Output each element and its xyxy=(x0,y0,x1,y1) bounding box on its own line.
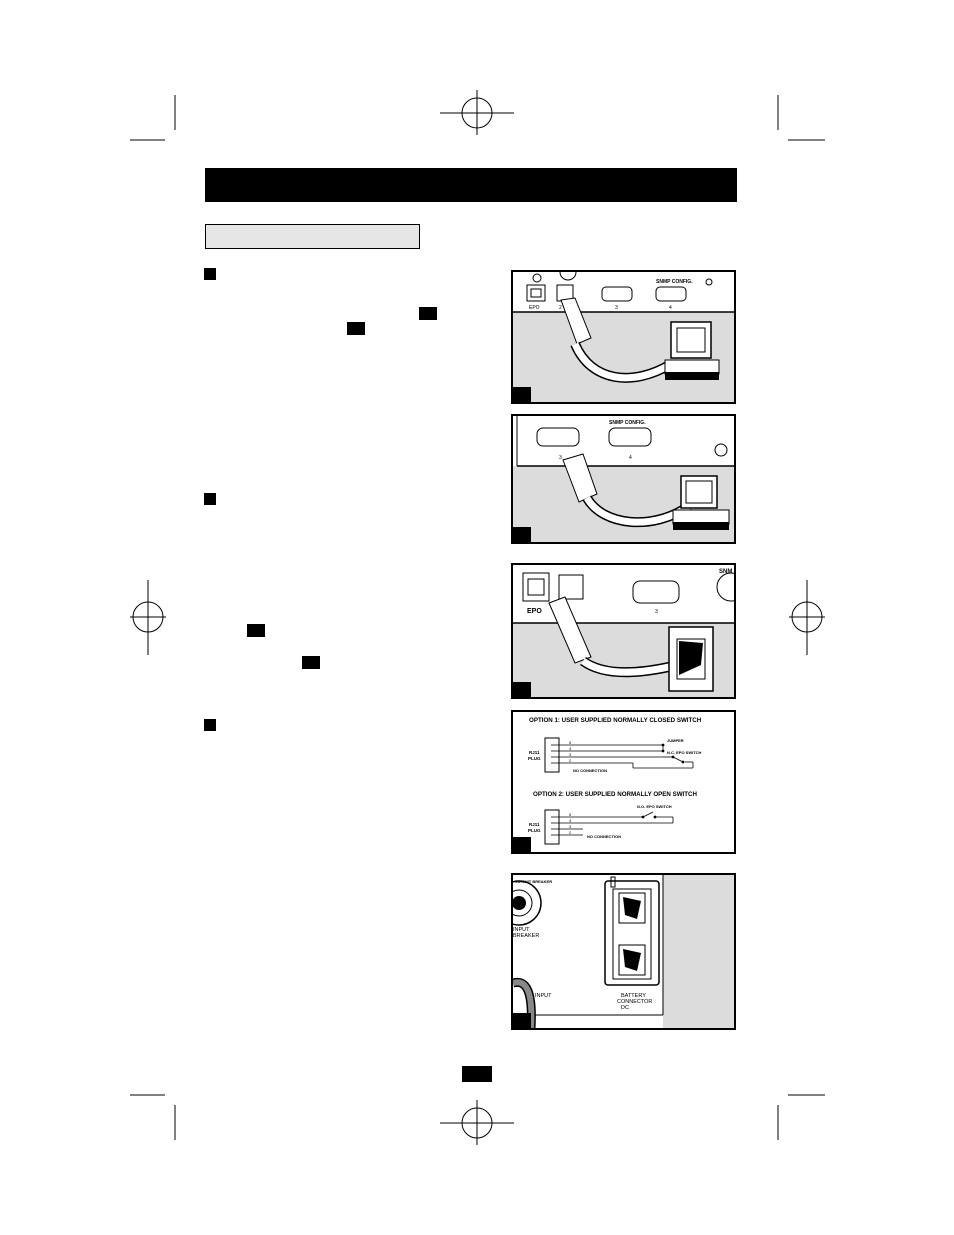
figure-serial-connection: SNMP CONFIG. 3 4 xyxy=(511,414,736,544)
epo-label: EPO xyxy=(527,608,542,615)
rj11-label-2: RJ11 xyxy=(529,822,540,827)
epo-label: EPO xyxy=(529,305,540,311)
figure-epo-connection: EPO 3 SNM xyxy=(511,563,736,699)
figure-tag xyxy=(513,837,531,852)
breaker-ring-text: CIRCUIT BREAKER xyxy=(515,879,552,884)
snmp-config-label: SNMP CONFIG. xyxy=(656,279,693,285)
pin-5: 5 xyxy=(569,812,572,817)
pin-3: 3 xyxy=(569,752,572,757)
nc-switch-label: N.C. EPO SWITCH xyxy=(667,750,702,755)
input-label: INPUT xyxy=(535,993,552,999)
figure-usb-connection: EPO 2 3 4 SNMP CONFIG. xyxy=(511,270,736,404)
port-4-label: 4 xyxy=(669,305,672,311)
pin-4: 4 xyxy=(569,818,572,823)
jumper-label: JUMPER xyxy=(667,738,684,743)
figure-ref-marker xyxy=(302,656,320,669)
step-marker-1 xyxy=(204,268,216,280)
rj11-plug-label-1: PLUG xyxy=(528,756,541,761)
page-number-tab xyxy=(462,1066,492,1082)
port-2-label: 2 xyxy=(559,305,562,311)
port-3-label: 3 xyxy=(615,305,618,311)
figure-ref-marker xyxy=(347,322,365,335)
input-breaker-label-2: BREAKER xyxy=(513,933,539,939)
option2-title: OPTION 2: USER SUPPLIED NORMALLY OPEN SW… xyxy=(533,791,698,798)
rj11-plug-label-2: PLUG xyxy=(528,828,541,833)
no-connection-label-2: NO CONNECTION xyxy=(587,834,621,839)
figure-tag xyxy=(513,1013,531,1028)
battery-label-3: DC xyxy=(621,1005,629,1011)
no-connection-label-1: NO CONNECTION xyxy=(573,768,607,773)
step-marker-3 xyxy=(204,719,216,731)
pin-3: 3 xyxy=(569,824,572,829)
port-3-label: 3 xyxy=(655,609,658,615)
pin-5: 5 xyxy=(569,740,572,745)
no-switch-label: N.O. EPO SWITCH xyxy=(637,804,672,809)
rj11-label-1: RJ11 xyxy=(529,750,540,755)
figure-epo-wiring: OPTION 1: USER SUPPLIED NORMALLY CLOSED … xyxy=(511,710,736,854)
battery-label-1: BATTERY xyxy=(621,993,646,999)
pin-2: 2 xyxy=(569,758,572,763)
port-3-label: 3 xyxy=(559,455,562,461)
step-marker-2 xyxy=(204,493,216,505)
figure-tag xyxy=(513,682,531,697)
header-bar xyxy=(205,168,737,202)
input-breaker-label-1: INPUT xyxy=(513,927,530,933)
figure-ref-marker xyxy=(419,307,437,320)
pin-4: 4 xyxy=(569,746,572,751)
figure-battery-connector: CIRCUIT BREAKER INPUT BREAKER INPUT BATT… xyxy=(511,873,736,1030)
snmp-label: SNM xyxy=(719,569,732,575)
figure-tag xyxy=(513,387,531,402)
section-heading-box xyxy=(205,224,420,249)
battery-label-2: CONNECTOR xyxy=(617,999,652,1005)
snmp-config-label: SNMP CONFIG. xyxy=(609,420,646,426)
figure-ref-marker xyxy=(247,624,265,637)
figure-tag xyxy=(513,527,531,542)
pin-2: 2 xyxy=(569,830,572,835)
option1-title: OPTION 1: USER SUPPLIED NORMALLY CLOSED … xyxy=(529,717,702,724)
port-4-label: 4 xyxy=(629,455,632,461)
